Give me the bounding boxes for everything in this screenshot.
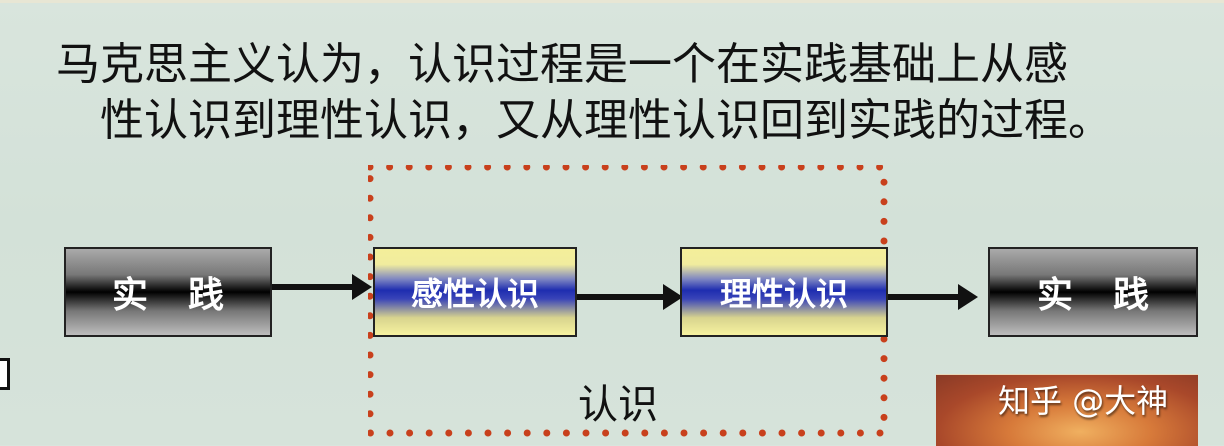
partial-glyph-icon (0, 358, 10, 390)
perceptual-cognition-box: 感性认识 (373, 247, 577, 337)
practice-end-label: 实践 (1036, 274, 1189, 316)
video-thumbnail-overlay (936, 374, 1198, 446)
rational-cognition-label: 理性认识 (719, 275, 848, 313)
rational-cognition-box: 理性认识 (680, 247, 888, 337)
watermark-text: 知乎 @大神 (998, 382, 1169, 420)
statement-line-2: 性认识到理性认识，又从理性认识回到实践的过程。 (100, 95, 1112, 146)
statement-line-1: 马克思主义认为，认识过程是一个在实践基础上从感 (56, 39, 1068, 90)
practice-start-box: 实践 (64, 247, 272, 337)
cognition-group-label: 认识 (578, 382, 658, 428)
practice-end-box: 实践 (988, 247, 1198, 337)
arrow-perceptual-to-rational (577, 284, 683, 310)
arrow-rational-to-practice (888, 284, 978, 310)
perceptual-cognition-label: 感性认识 (410, 275, 539, 313)
top-edge-line (0, 0, 1224, 3)
practice-start-label: 实践 (111, 274, 264, 316)
arrow-practice-to-perceptual (272, 274, 372, 300)
